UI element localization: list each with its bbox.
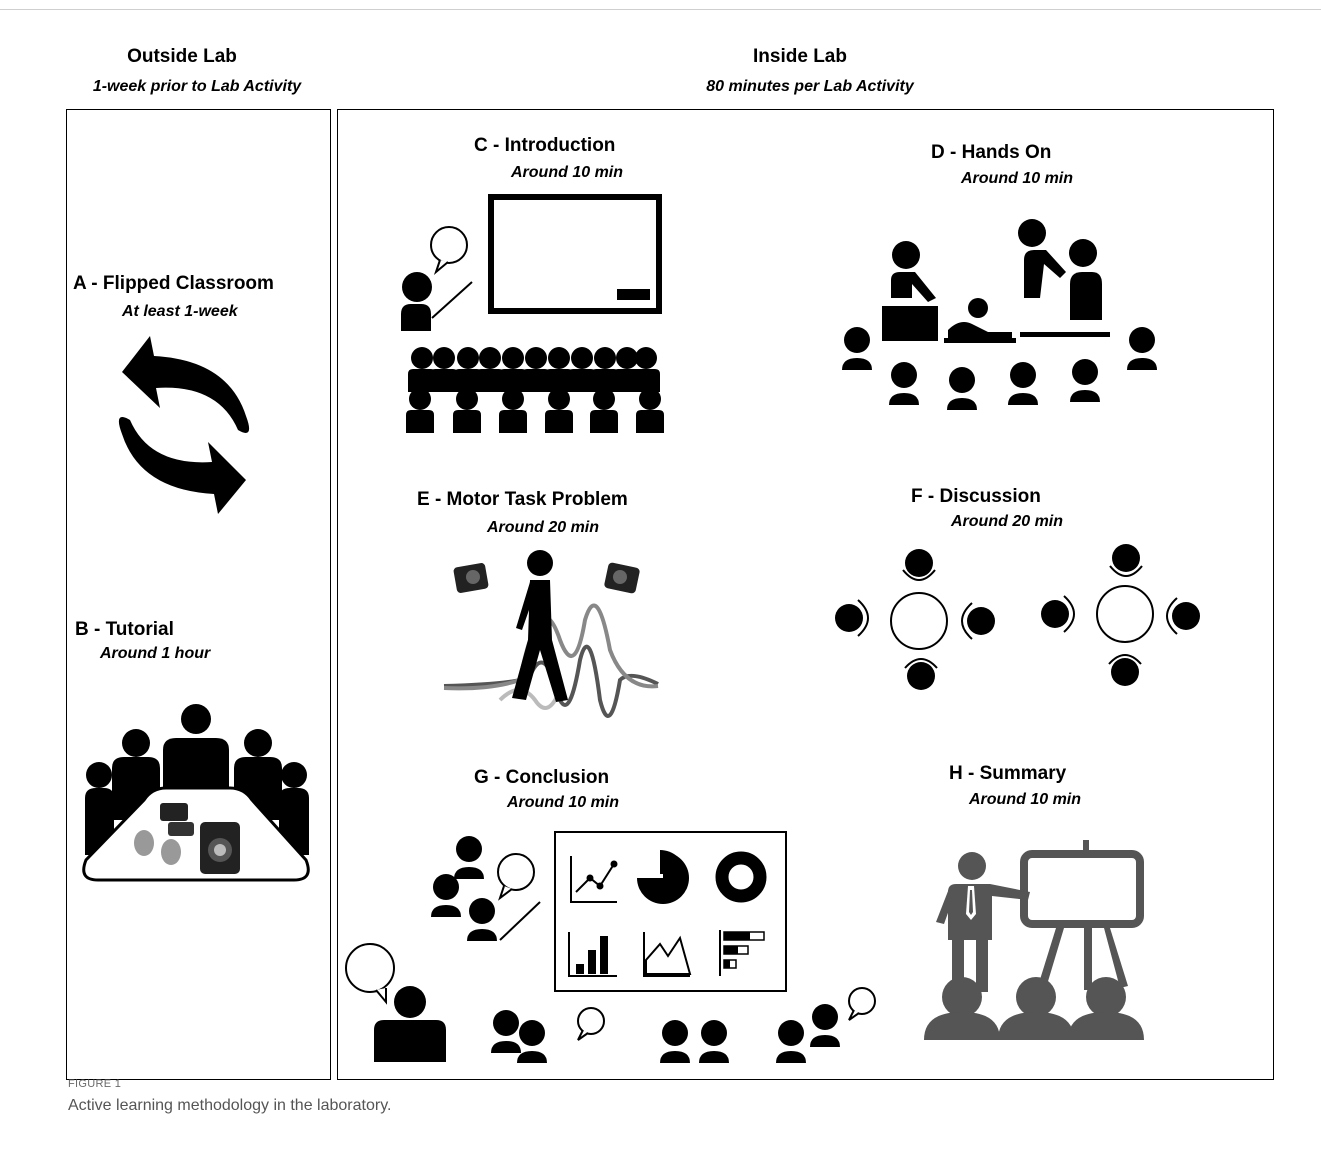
figure-label: FIGURE 1 (68, 1078, 122, 1090)
step-b-time: Around 1 hour (100, 645, 211, 662)
charts-board-icon (568, 849, 767, 977)
step-b-title: B - Tutorial (75, 619, 174, 640)
step-f-title: F - Discussion (911, 486, 1041, 507)
step-h-title: H - Summary (949, 763, 1067, 784)
figure-caption: Active learning methodology in the labor… (68, 1097, 392, 1114)
step-g-time: Around 10 min (507, 794, 620, 811)
conclusion-icon (345, 831, 876, 1063)
inside-lab-subtitle: 80 minutes per Lab Activity (706, 78, 914, 95)
flipped-classroom-arrows-icon (118, 336, 250, 514)
summary-presenter-icon (924, 840, 1144, 1040)
top-rule (0, 9, 1321, 10)
step-a-title: A - Flipped Classroom (73, 273, 274, 294)
motor-task-icon (443, 550, 659, 718)
discussion-tables-icon (835, 544, 1200, 690)
step-e-title: E - Motor Task Problem (417, 489, 628, 510)
step-h-time: Around 10 min (969, 791, 1082, 808)
step-f-time: Around 20 min (951, 513, 1064, 530)
step-c-title: C - Introduction (474, 135, 616, 156)
tutorial-group-icon (82, 704, 310, 882)
introduction-classroom-icon (401, 194, 664, 433)
step-g-title: G - Conclusion (474, 767, 610, 788)
step-e-time: Around 20 min (487, 519, 600, 536)
step-c-time: Around 10 min (511, 164, 624, 181)
audience-icon (406, 347, 664, 433)
inside-lab-title: Inside Lab (753, 46, 847, 67)
step-d-title: D - Hands On (931, 142, 1052, 163)
step-d-time: Around 10 min (961, 170, 1074, 187)
outside-lab-title: Outside Lab (127, 46, 237, 67)
hands-on-icon (842, 219, 1157, 410)
outside-lab-panel (66, 109, 331, 1080)
step-a-time: At least 1-week (122, 303, 238, 320)
outside-lab-subtitle: 1-week prior to Lab Activity (92, 78, 302, 95)
inside-lab-panel (337, 109, 1274, 1080)
